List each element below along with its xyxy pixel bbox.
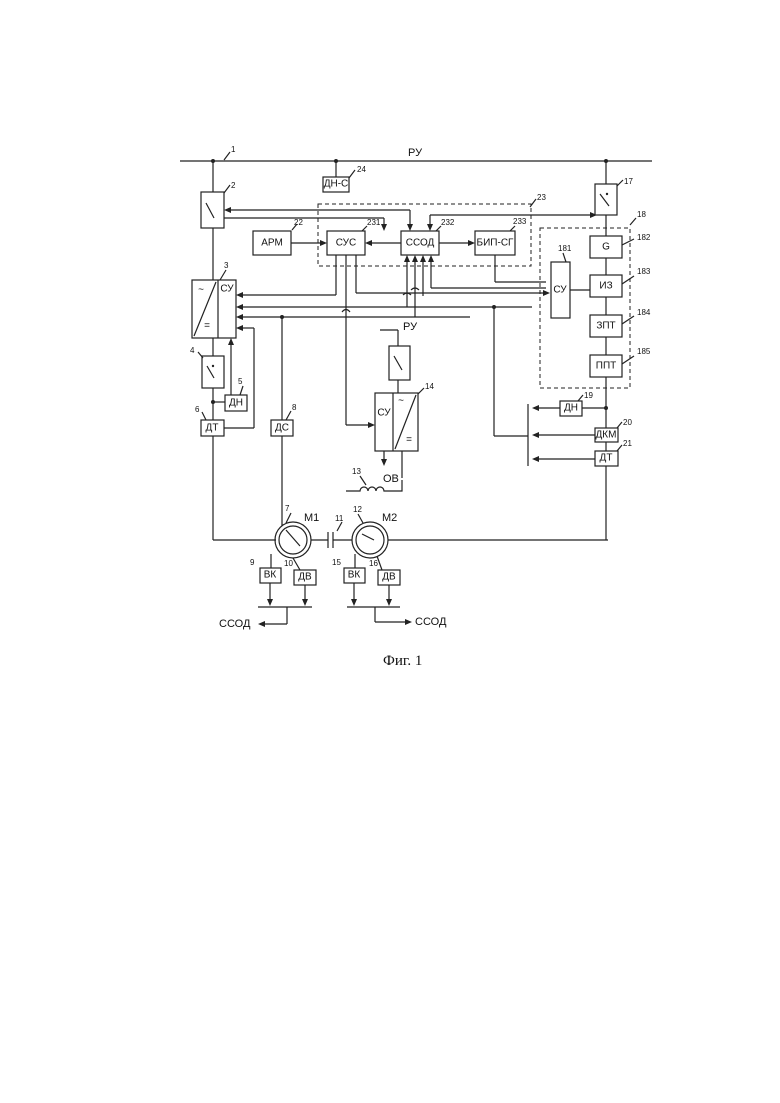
ref-11: 11 bbox=[335, 514, 344, 523]
ref-232: 232 bbox=[441, 218, 455, 227]
arm-label: АРМ bbox=[261, 238, 283, 249]
bip-sg-label: БИП-СГ bbox=[477, 238, 514, 249]
ref-8: 8 bbox=[292, 403, 297, 412]
iz-label: ИЗ bbox=[599, 281, 612, 292]
gen-symbol: G bbox=[602, 242, 610, 253]
vk9-label: ВК bbox=[264, 570, 277, 581]
zpt-label: ЗПТ bbox=[596, 321, 615, 332]
motor-m2: М2 12 bbox=[352, 505, 608, 558]
control-group-23: 23 АРМ 22 СУС 231 ССОД 232 БИП-СГ 233 bbox=[253, 193, 546, 266]
ref-7: 7 bbox=[285, 504, 290, 513]
ref-15: 15 bbox=[332, 558, 341, 567]
ref-3: 3 bbox=[224, 261, 229, 270]
conv14-dc-symbol: = bbox=[406, 435, 412, 446]
switch-2: 2 bbox=[201, 161, 236, 280]
ref-1: 1 bbox=[231, 145, 236, 154]
generator-group-18: 18 СУ 181 G 182 ИЗ 183 ЗПТ 184 ППТ 185 bbox=[540, 210, 651, 428]
sensors-m2: ВК ДВ 15 16 ССОД bbox=[332, 554, 447, 628]
voltage-sensor-24: ДН-С 24 bbox=[323, 161, 366, 192]
dn19-label: ДН bbox=[564, 403, 578, 414]
speed-sensor-8: ДС 8 bbox=[271, 315, 297, 526]
dkm20-label: ДКМ bbox=[596, 430, 617, 441]
sus-label: СУС bbox=[336, 238, 356, 249]
conv14-ac-symbol: ~ bbox=[398, 396, 404, 407]
ref-4: 4 bbox=[190, 346, 195, 355]
dn5-label: ДН bbox=[229, 398, 243, 409]
exciter-14: РУ СУ ~ = 14 ОВ 13 bbox=[346, 321, 434, 491]
dt21-label: ДТ bbox=[600, 453, 613, 464]
m2-label: М2 bbox=[382, 512, 397, 524]
ppt-label: ППТ bbox=[596, 361, 616, 372]
ref-10: 10 bbox=[284, 559, 293, 568]
ref-183: 183 bbox=[637, 267, 651, 276]
ref-184: 184 bbox=[637, 308, 651, 317]
ref-22: 22 bbox=[294, 218, 303, 227]
ref-185: 185 bbox=[637, 347, 651, 356]
conv3-su-label: СУ bbox=[220, 284, 234, 295]
main-bus: РУ 1 bbox=[180, 145, 652, 163]
signal-lines-top bbox=[224, 207, 597, 231]
ref-17: 17 bbox=[624, 177, 633, 186]
ref-20: 20 bbox=[623, 418, 632, 427]
ref-24: 24 bbox=[357, 165, 366, 174]
ref-13: 13 bbox=[352, 467, 361, 476]
ref-16: 16 bbox=[369, 559, 378, 568]
right-sensors: ДН 19 ДКМ 20 ДТ 21 bbox=[528, 391, 632, 540]
switch-17: 17 bbox=[595, 161, 633, 236]
ref-181: 181 bbox=[558, 244, 572, 253]
vk15-label: ВК bbox=[348, 570, 361, 581]
ref-231: 231 bbox=[367, 218, 381, 227]
conv14-su-label: СУ bbox=[377, 408, 391, 419]
ds8-label: ДС bbox=[275, 423, 289, 434]
conv3-ac-symbol: ~ bbox=[198, 285, 204, 296]
dn-s-label: ДН-С bbox=[324, 179, 349, 190]
dv10-label: ДВ bbox=[298, 572, 312, 583]
sensors-m1: ВК ДВ 9 10 ССОД bbox=[219, 554, 316, 630]
ref-6: 6 bbox=[195, 405, 200, 414]
bus-label-2: РУ bbox=[403, 321, 418, 333]
ref-182: 182 bbox=[637, 233, 651, 242]
ref-14: 14 bbox=[425, 382, 434, 391]
ref-12: 12 bbox=[353, 505, 362, 514]
ref-23: 23 bbox=[537, 193, 546, 202]
dt6-label: ДТ bbox=[206, 423, 219, 434]
ref-18: 18 bbox=[637, 210, 646, 219]
ov-label: ОВ bbox=[383, 473, 399, 485]
ref-19: 19 bbox=[584, 391, 593, 400]
figure-caption: Фиг. 1 bbox=[383, 653, 422, 669]
m1-label: М1 bbox=[304, 512, 319, 524]
bus-label: РУ bbox=[408, 147, 423, 159]
dv16-label: ДВ bbox=[382, 572, 396, 583]
ref-233: 233 bbox=[513, 217, 527, 226]
ref-5: 5 bbox=[238, 377, 243, 386]
ssod-right-label: ССОД bbox=[415, 616, 447, 628]
ref-9: 9 bbox=[250, 558, 255, 567]
su181-label: СУ bbox=[553, 285, 567, 296]
conv3-dc-symbol: = bbox=[204, 321, 210, 332]
ssod-left-label: ССОД bbox=[219, 618, 251, 630]
ref-2: 2 bbox=[231, 181, 236, 190]
ssod-label: ССОД bbox=[406, 238, 435, 249]
ref-21: 21 bbox=[623, 439, 632, 448]
converter-3: ~ = СУ 3 bbox=[192, 261, 236, 338]
